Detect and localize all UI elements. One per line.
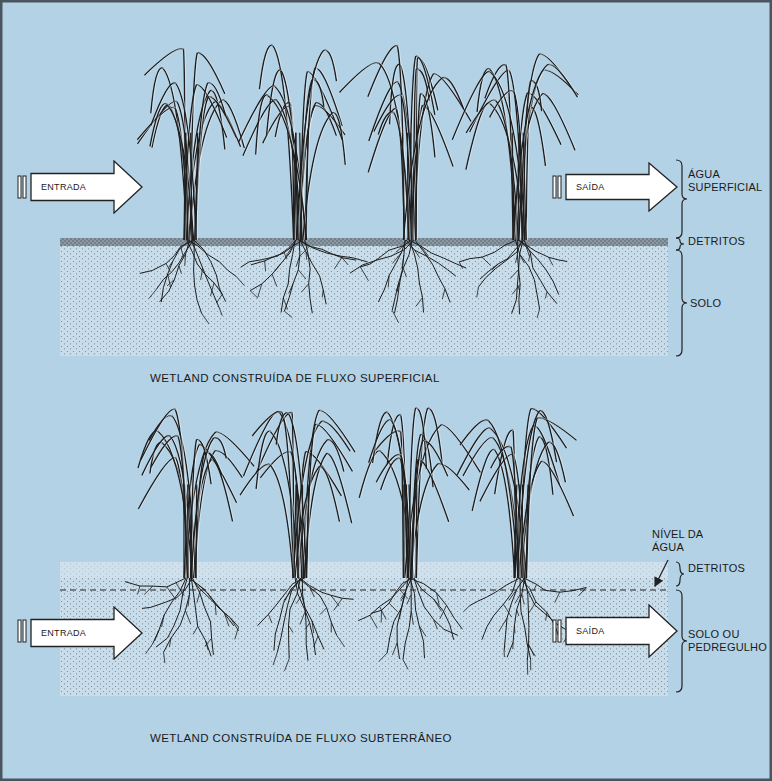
- flow-arrow: SAÍDA: [550, 162, 678, 212]
- detritus-layer: [60, 562, 668, 578]
- flow-arrow: ENTRADA: [15, 160, 143, 214]
- arrow-label: SAÍDA: [576, 626, 605, 636]
- arrow-label: ENTRADA: [41, 628, 86, 638]
- arrow-shape: [550, 162, 678, 212]
- arrow-label: SAÍDA: [576, 182, 605, 192]
- figure-caption: WETLAND CONSTRUÍDA DE FLUXO SUPERFICIAL: [150, 372, 440, 385]
- layer-label: SOLO: [690, 297, 766, 310]
- callout-label: NÍVEL DA ÁGUA: [652, 528, 718, 554]
- layer-label: DETRITOS: [688, 562, 768, 575]
- flow-arrow: ENTRADA: [15, 606, 143, 660]
- detritus-band: [60, 238, 668, 246]
- plants: [125, 45, 586, 674]
- layer-label: ÁGUA SUPERFICIAL: [688, 168, 768, 194]
- soil: [60, 246, 668, 356]
- brackets: [676, 160, 687, 692]
- flow-arrow: SAÍDA: [550, 604, 678, 658]
- leader-line: [655, 560, 668, 586]
- gravel-bed: [60, 562, 668, 696]
- layer-label: DETRITOS: [688, 235, 768, 248]
- arrow-shape: [550, 604, 678, 658]
- figure-caption: WETLAND CONSTRUÍDA DE FLUXO SUBTERRÂNEO: [150, 732, 452, 745]
- pipe-bars: [18, 176, 561, 642]
- layer-label: SOLO OU PEDREGULHO: [688, 628, 768, 654]
- arrow-label: ENTRADA: [41, 182, 86, 192]
